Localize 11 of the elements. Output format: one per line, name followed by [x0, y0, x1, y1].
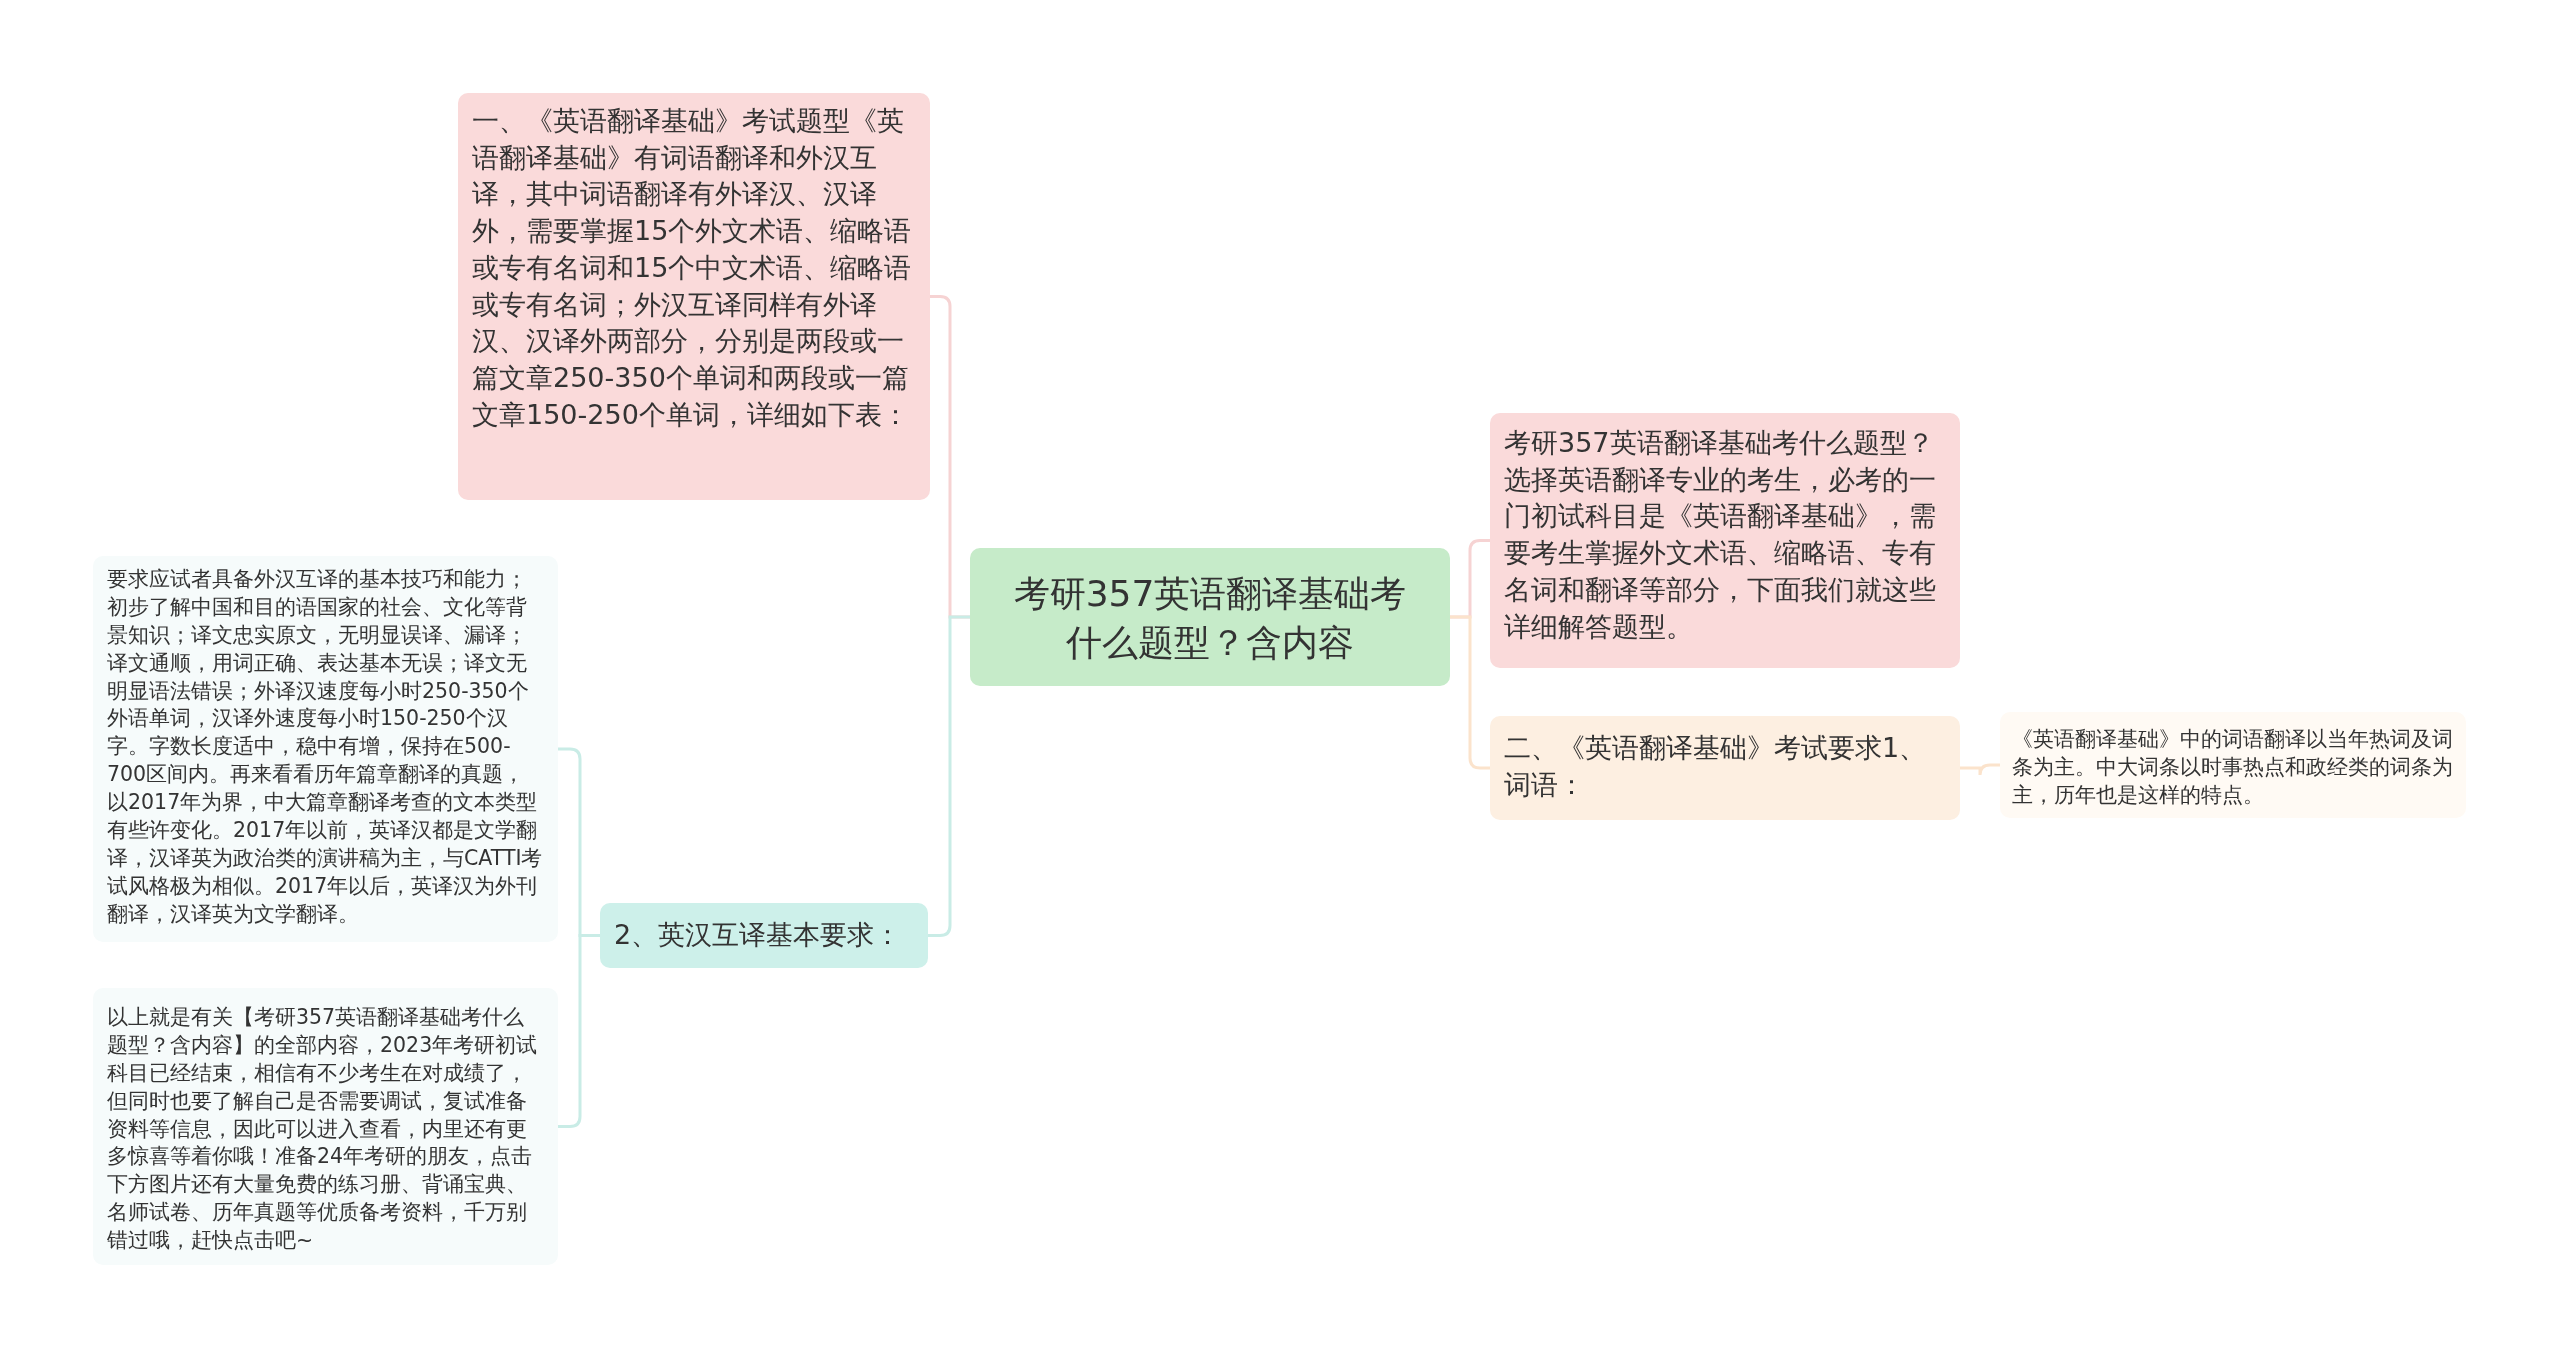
topic-box: 2、英汉互译基本要求：	[600, 903, 928, 968]
topic-box: 一、《英语翻译基础》考试题型《英语翻译基础》有词语翻译和外汉互译，其中词语翻译有外译汉、汉译外，需要掌握15个外文术语、缩略语或专有名词和15个中文术语、缩略语或专有名词；外汉互译同样有外译汉、汉译外两部分，分别是两段或一篇文章250-350个单词和两段或一篇文章150-250个单词，详细如下表：	[458, 93, 930, 500]
note-box: 《英语翻译基础》中的词语翻译以当年热词及词条为主。中大词条以时事热点和政经类的词条为主，历年也是这样的特点。	[2000, 712, 2466, 818]
connector-line	[1450, 615, 1490, 770]
connector-line	[928, 615, 970, 937]
note-box: 以上就是有关【考研357英语翻译基础考什么题型？含内容】的全部内容，2023年考研初试科目已经结束，相信有不少考生在对成绩了，但同时也要了解自己是否需要调试，复试准备资料等信息，因此可以进入查看，内里还有更多惊喜等着你哦！准备24年考研的朋友，点击下方图片还有大量免费的练习册、背诵宝典、名师试卷、历年真题等优质备考资料，千万别错过哦，赶快点击吧~	[93, 988, 558, 1265]
connector-line	[1960, 763, 2000, 777]
topic-box: 考研357英语翻译基础考什么题型？选择英语翻译专业的考生，必考的一门初试科目是《英语翻译基础》，需要考生掌握外文术语、缩略语、专有名词和翻译等部分，下面我们就这些详细解答题型。	[1490, 413, 1960, 668]
central-topic-box: 考研357英语翻译基础考什么题型？含内容	[970, 548, 1450, 686]
note-box: 要求应试者具备外汉互译的基本技巧和能力；初步了解中国和目的语国家的社会、文化等背景知识；译文忠实原文，无明显误译、漏译；译文通顺，用词正确、表达基本无误；译文无明显语法错误；外译汉速度每小时250-350个外语单词，汉译外速度每小时150-250个汉字。字数长度适中，稳中有增，保持在500-700区间内。再来看看历年篇章翻译的真题，以2017年为界，中大篇章翻译考查的文本类型有些许变化。2017年以前，英译汉都是文学翻译，汉译英为政治类的演讲稿为主，与CATTI考试风格极为相似。2017年以后，英译汉为外刊翻译，汉译英为文学翻译。	[93, 556, 558, 942]
topic-box: 二、《英语翻译基础》考试要求1、词语：	[1490, 716, 1960, 820]
